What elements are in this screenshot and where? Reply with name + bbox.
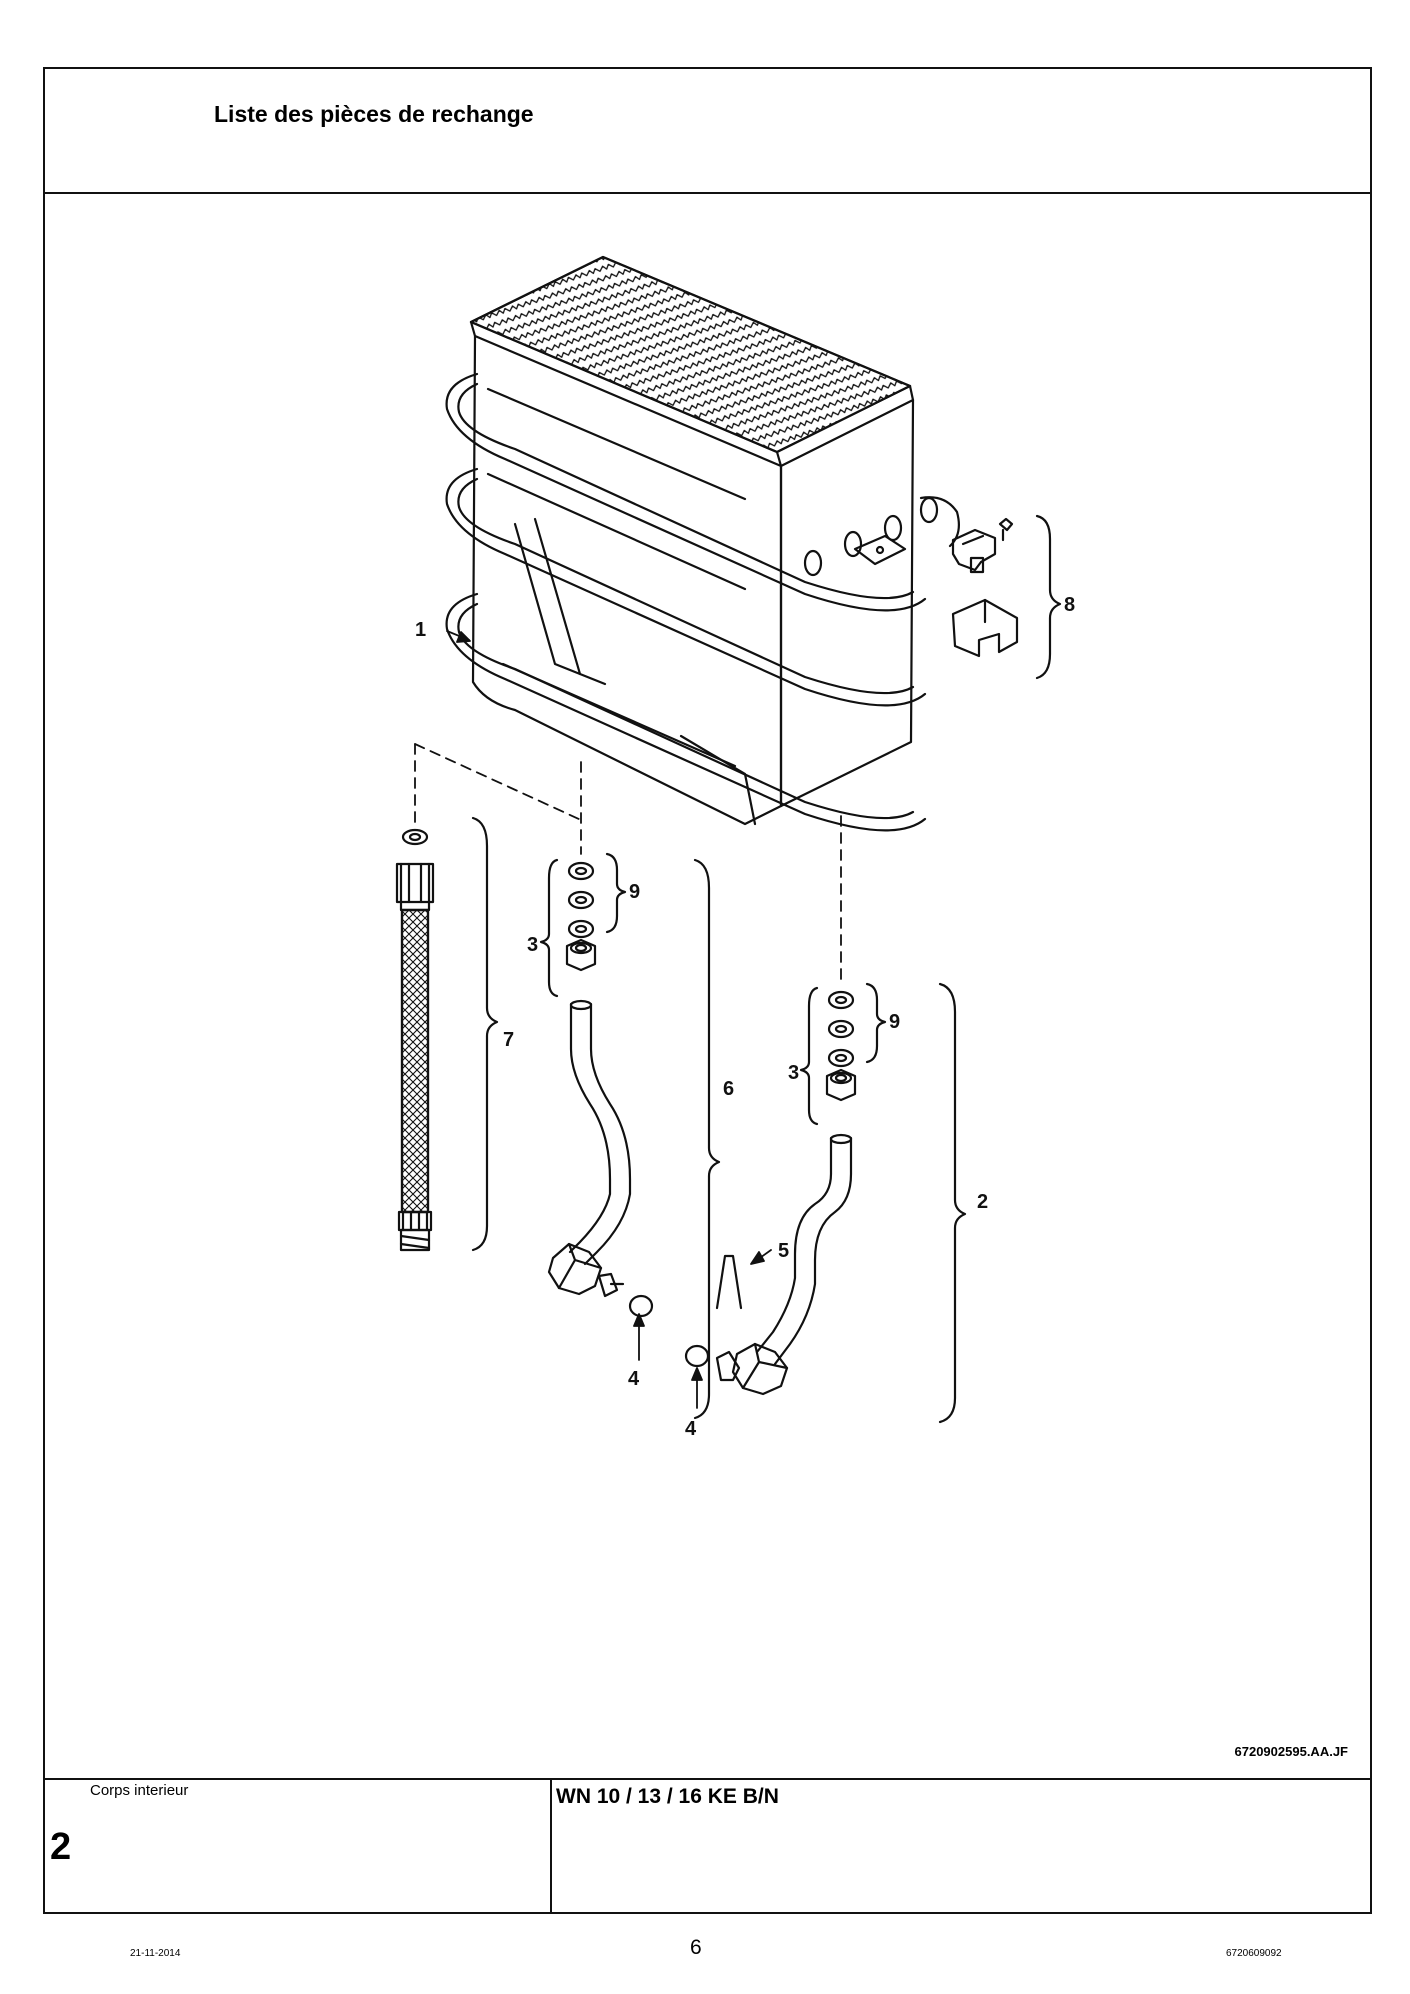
spring-clip-part [715,1254,743,1310]
callout-4-left: 4 [628,1368,640,1390]
section-label: Corps interieur [90,1782,189,1799]
exchanger-fin-block [469,255,912,454]
connection-pipe-left [547,999,632,1298]
callout-3-right: 3 [788,1062,799,1084]
o-ring-right [684,1344,710,1368]
brace-part-7 [471,816,499,1252]
seal-ring-set-left [565,861,597,972]
section-number: 2 [50,1826,72,1868]
callout-7: 7 [503,1029,514,1051]
clip-part [951,517,1019,658]
connection-dashed-lines [414,743,842,985]
footer-column-separator [550,1778,552,1914]
brace-part-3-left [539,858,559,998]
seal-ring-set-right [825,990,857,1102]
callout-6: 6 [723,1078,734,1100]
callout-9-left: 9 [629,881,640,903]
callout-1: 1 [415,619,426,641]
brace-part-8 [1035,514,1062,680]
flexible-hose-part [395,828,435,1252]
callout-3-left: 3 [527,934,538,956]
page-title: Liste des pièces de rechange [214,101,534,127]
heat-exchanger-part [445,255,960,832]
callout-2: 2 [977,1191,988,1213]
brace-part-3-right [799,986,819,1126]
leader-arrows [446,630,772,1409]
callout-4-right: 4 [685,1418,697,1440]
o-ring-left [628,1294,654,1318]
model-designation: WN 10 / 13 / 16 KE B/N [556,1785,779,1808]
callout-9-right: 9 [889,1011,900,1033]
header-separator [43,192,1372,194]
connection-pipe-right [715,1133,853,1396]
page-date: 21-11-2014 [130,1948,181,1959]
brace-part-2 [938,982,967,1424]
document-code: 6720609092 [1226,1948,1282,1959]
callout-8: 8 [1064,594,1075,616]
brace-part-9-right [865,982,887,1064]
footer-separator [43,1778,1372,1780]
page-number: 6 [690,1936,702,1959]
brace-part-6 [693,858,721,1420]
page-frame [43,67,1372,1914]
callout-5: 5 [778,1240,789,1262]
brace-part-9-left [605,852,627,934]
exploded-parts-drawing: 1 2 3 3 4 4 5 6 7 8 9 9 [395,255,1075,1440]
drawing-reference: 6720902595.AA.JF [1234,1744,1348,1759]
